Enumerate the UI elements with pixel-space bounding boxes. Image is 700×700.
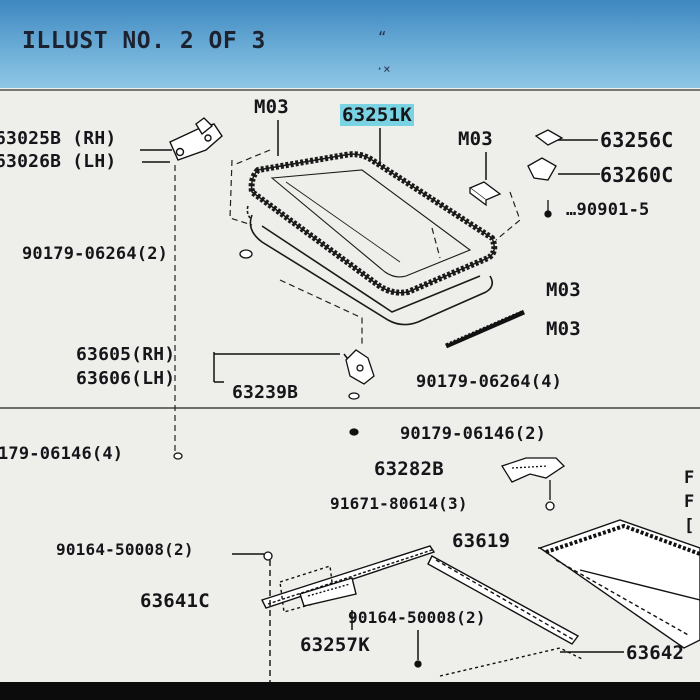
highlighted-part-label: 63251K xyxy=(340,104,414,126)
part-label: 90179-06146(2) xyxy=(400,424,547,444)
part-label: [ xyxy=(684,516,695,536)
sunroof-glass-panel xyxy=(248,151,498,296)
header-mark: “ xyxy=(378,30,387,46)
part-label: 90179-06264(4) xyxy=(416,372,563,392)
part-label: 63605(RH) xyxy=(76,344,176,365)
part-label: 90164-50008(2) xyxy=(56,540,194,559)
part-label: F xyxy=(684,492,695,512)
part-label: 63026B (LH) xyxy=(0,151,117,172)
part-label: 63282B xyxy=(374,458,444,480)
drive-part xyxy=(501,457,566,500)
sunroof-frame xyxy=(246,205,494,326)
header-bar: ILLUST NO. 2 OF 3 “ ·× xyxy=(0,0,700,88)
part-label: 63260C xyxy=(600,163,674,187)
part-label: 63619 xyxy=(452,530,511,552)
part-label: M03 xyxy=(546,318,581,340)
part-label: 63239B xyxy=(232,382,299,403)
part-label: 91671-80614(3) xyxy=(330,494,468,513)
part-label: 179-06146(4) xyxy=(0,444,124,464)
part-label: 63641C xyxy=(140,590,210,612)
sunshade-panel xyxy=(538,519,700,649)
highlighted-part-number: 63251K xyxy=(340,104,414,126)
part-label: 63257K xyxy=(300,634,370,656)
part-label: M03 xyxy=(546,279,581,301)
part-label: 90179-06264(2) xyxy=(22,244,169,264)
part-label: 63642 xyxy=(626,642,685,664)
leader-dashed xyxy=(174,149,521,455)
part-label: 90164-50008(2) xyxy=(348,608,486,627)
bottom-bar xyxy=(0,682,700,700)
part-label: …90901-5 xyxy=(566,200,650,220)
illustration-title: ILLUST NO. 2 OF 3 xyxy=(22,28,266,54)
rail-assembly xyxy=(261,545,585,682)
side-bracket xyxy=(345,349,375,385)
part-label: 63256C xyxy=(600,128,674,152)
part-label-text: 90901-5 xyxy=(576,200,650,220)
hinge-bracket xyxy=(169,117,223,161)
part-label: M03 xyxy=(254,96,289,118)
clip-part xyxy=(527,129,564,218)
header-mark: ·× xyxy=(376,62,391,76)
part-label: F xyxy=(684,468,695,488)
pad-part xyxy=(468,181,502,207)
fastener xyxy=(173,249,555,668)
part-label: M03 xyxy=(458,128,493,150)
seal-strip xyxy=(445,309,525,349)
part-label: 63606(LH) xyxy=(76,368,176,389)
part-label: 63025B (RH) xyxy=(0,128,117,149)
